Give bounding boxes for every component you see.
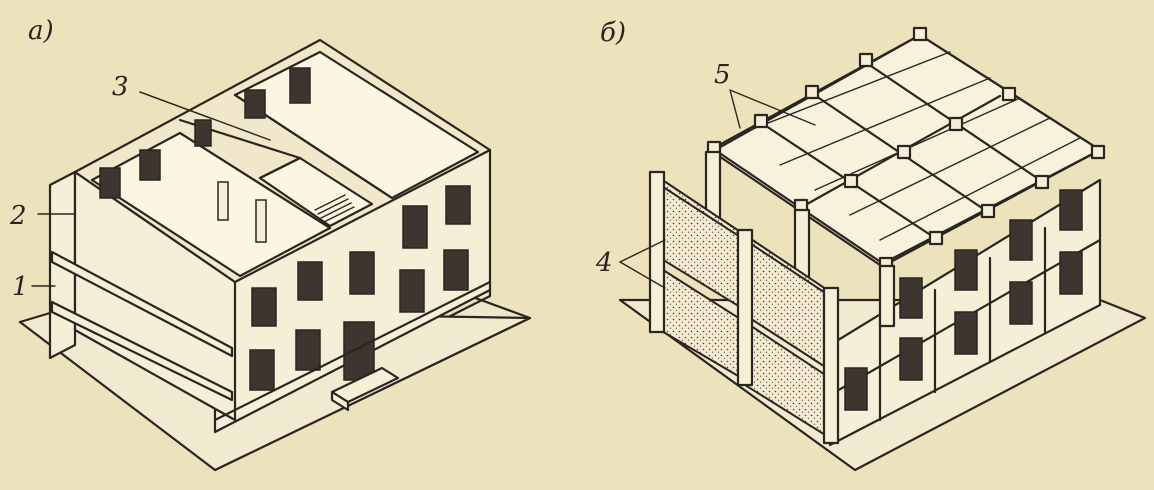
window-a — [139, 149, 161, 181]
window-a — [402, 205, 428, 249]
window-a — [443, 249, 469, 291]
callout-2: 2 — [10, 201, 27, 231]
window-a — [194, 119, 212, 147]
callout-4: 4 — [596, 248, 613, 278]
window-b — [954, 249, 978, 291]
callout-1: 1 — [12, 272, 29, 302]
callout-5: 5 — [714, 60, 731, 90]
figure-a-caption: а) — [28, 16, 54, 46]
window-b — [1059, 251, 1083, 295]
figure-b-caption: б) — [600, 18, 627, 48]
window-b — [899, 337, 923, 381]
window-b — [1009, 219, 1033, 261]
window-a — [297, 261, 323, 301]
panel-column-b — [648, 170, 666, 334]
window-a — [349, 251, 375, 295]
floor-slab-lower-a — [50, 300, 234, 402]
window-a — [244, 89, 266, 119]
door-opening-a — [255, 199, 267, 243]
floor-slab-upper-a — [50, 250, 234, 358]
panel-column-b — [822, 286, 840, 445]
staircase-a — [314, 194, 355, 223]
window-a — [99, 167, 121, 199]
panel-column-b — [736, 228, 754, 387]
window-b — [1059, 189, 1083, 231]
window-b — [1009, 281, 1033, 325]
window-a — [249, 349, 275, 391]
window-a — [295, 329, 321, 371]
window-b — [954, 311, 978, 355]
door-opening-a — [217, 181, 229, 221]
window-a — [399, 269, 425, 313]
window-a — [251, 287, 277, 327]
window-b — [899, 277, 923, 319]
callout-3: 3 — [112, 72, 129, 102]
columns-b — [704, 150, 896, 328]
window-a — [445, 185, 471, 225]
window-a — [289, 67, 311, 104]
window-b — [844, 367, 868, 411]
column-caps-b — [706, 26, 1106, 272]
